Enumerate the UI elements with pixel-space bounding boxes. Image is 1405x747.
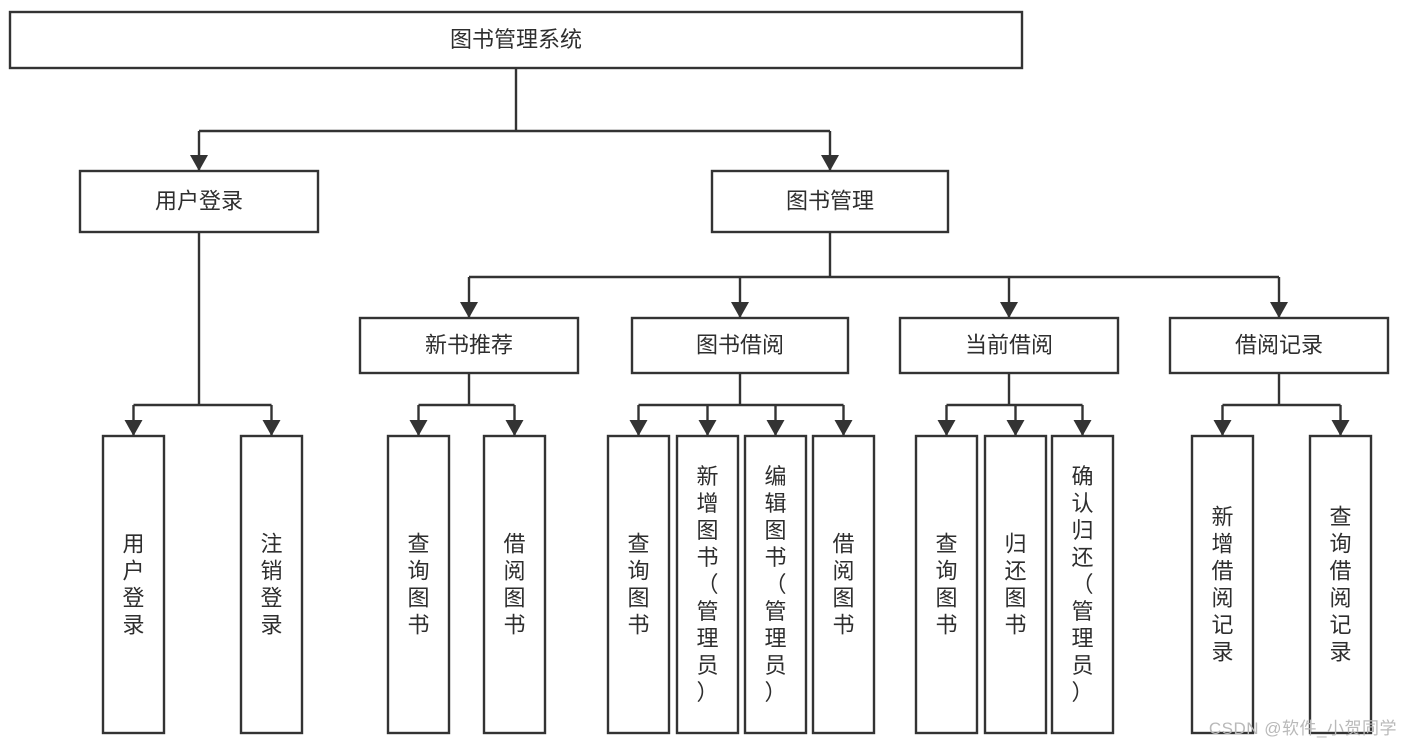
node-current-borrow[interactable]: 当前借阅	[898, 316, 1120, 375]
node-book-borrow[interactable]: 图书借阅	[630, 316, 850, 375]
node-label-book-management: 图书管理	[786, 188, 874, 213]
node-borrow-record[interactable]: 借阅记录	[1168, 316, 1390, 375]
node-box-leaf-add-book-admin	[675, 434, 740, 735]
current-borrow-to-leaves-arrow-1	[1006, 420, 1025, 436]
node-box-user-login	[78, 169, 320, 234]
node-label-leaf-borrow-book: 借阅图书	[832, 532, 854, 638]
node-label-leaf-user-login: 用户登录	[122, 532, 144, 638]
root-to-level2-arrow-0	[190, 155, 208, 171]
node-label-borrow-record: 借阅记录	[1235, 332, 1323, 357]
current-borrow-to-leaves-arrow-0	[937, 420, 956, 436]
node-box-leaf-query-book-recommend	[386, 434, 451, 735]
node-book-management[interactable]: 图书管理	[710, 169, 950, 234]
node-label-leaf-confirm-return-admin: 确认归还（管理员）	[1071, 464, 1093, 705]
borrow-record-to-leaves-arrow-0	[1213, 420, 1232, 436]
node-new-book-recommend[interactable]: 新书推荐	[358, 316, 580, 375]
mgmt-to-level3-arrow-0	[460, 302, 478, 318]
node-label-leaf-query-borrow-record: 查询借阅记录	[1329, 505, 1351, 665]
connector-layer	[124, 68, 1350, 436]
node-label-leaf-add-book-admin: 新增图书（管理员）	[696, 464, 718, 705]
node-box-leaf-query-book-borrow	[606, 434, 671, 735]
user-login-to-leaves-arrow-1	[262, 420, 281, 436]
mgmt-to-level3-arrow-1	[731, 302, 749, 318]
node-leaf-query-book-borrow[interactable]: 查询图书	[606, 434, 671, 735]
root-to-level2-arrow-1	[821, 155, 839, 171]
node-leaf-edit-book-admin[interactable]: 编辑图书（管理员）	[743, 434, 808, 735]
book-borrow-to-leaves-arrow-0	[629, 420, 648, 436]
node-box-book-management	[710, 169, 950, 234]
node-leaf-user-login[interactable]: 用户登录	[101, 434, 166, 735]
node-box-leaf-return-book	[983, 434, 1048, 735]
node-label-leaf-query-book-borrow: 查询图书	[627, 532, 649, 638]
node-label-leaf-return-book: 归还图书	[1004, 532, 1026, 638]
borrow-record-to-leaves-arrow-1	[1331, 420, 1350, 436]
new-book-recommend-to-leaves-arrow-1	[505, 420, 524, 436]
node-label-user-login: 用户登录	[155, 188, 243, 213]
node-user-login[interactable]: 用户登录	[78, 169, 320, 234]
node-root[interactable]: 图书管理系统	[8, 10, 1024, 70]
node-box-leaf-query-book-current	[914, 434, 979, 735]
mgmt-to-level3-arrow-2	[1000, 302, 1018, 318]
node-label-leaf-query-book-current: 查询图书	[935, 532, 957, 638]
node-box-leaf-borrow-book	[811, 434, 876, 735]
node-leaf-confirm-return-admin[interactable]: 确认归还（管理员）	[1050, 434, 1115, 735]
user-login-to-leaves-arrow-0	[124, 420, 143, 436]
book-borrow-to-leaves-arrow-3	[834, 420, 853, 436]
node-box-leaf-query-borrow-record	[1308, 434, 1373, 735]
node-box-leaf-borrow-book-recommend	[482, 434, 547, 735]
node-label-leaf-add-borrow-record: 新增借阅记录	[1211, 505, 1233, 665]
node-box-leaf-user-login	[101, 434, 166, 735]
node-leaf-add-borrow-record[interactable]: 新增借阅记录	[1190, 434, 1255, 735]
node-leaf-query-book-recommend[interactable]: 查询图书	[386, 434, 451, 735]
node-box-current-borrow	[898, 316, 1120, 375]
book-borrow-to-leaves-arrow-2	[766, 420, 785, 436]
new-book-recommend-to-leaves-arrow-0	[409, 420, 428, 436]
node-leaf-borrow-book-recommend[interactable]: 借阅图书	[482, 434, 547, 735]
node-leaf-query-book-current[interactable]: 查询图书	[914, 434, 979, 735]
node-label-leaf-query-book-recommend: 查询图书	[407, 532, 429, 638]
mgmt-to-level3-arrow-3	[1270, 302, 1288, 318]
node-box-leaf-add-borrow-record	[1190, 434, 1255, 735]
node-box-borrow-record	[1168, 316, 1390, 375]
node-leaf-add-book-admin[interactable]: 新增图书（管理员）	[675, 434, 740, 735]
current-borrow-to-leaves-arrow-2	[1073, 420, 1092, 436]
node-label-leaf-edit-book-admin: 编辑图书（管理员）	[764, 464, 786, 705]
node-label-leaf-logout: 注销登录	[260, 532, 282, 638]
node-leaf-logout[interactable]: 注销登录	[239, 434, 304, 735]
node-leaf-return-book[interactable]: 归还图书	[983, 434, 1048, 735]
node-box-leaf-logout	[239, 434, 304, 735]
node-label-leaf-borrow-book-recommend: 借阅图书	[503, 532, 525, 638]
node-box-new-book-recommend	[358, 316, 580, 375]
node-layer: 图书管理系统用户登录图书管理新书推荐图书借阅当前借阅借阅记录用户登录注销登录查询…	[8, 10, 1390, 735]
csdn-watermark: CSDN @软件_小贺同学	[1208, 719, 1397, 738]
node-box-leaf-confirm-return-admin	[1050, 434, 1115, 735]
node-box-leaf-edit-book-admin	[743, 434, 808, 735]
node-box-root	[8, 10, 1024, 70]
node-label-new-book-recommend: 新书推荐	[425, 332, 513, 357]
node-box-book-borrow	[630, 316, 850, 375]
node-leaf-borrow-book[interactable]: 借阅图书	[811, 434, 876, 735]
node-label-current-borrow: 当前借阅	[965, 332, 1053, 357]
book-borrow-to-leaves-arrow-1	[698, 420, 717, 436]
node-label-root: 图书管理系统	[450, 27, 582, 52]
node-leaf-query-borrow-record[interactable]: 查询借阅记录	[1308, 434, 1373, 735]
node-label-book-borrow: 图书借阅	[696, 332, 784, 357]
